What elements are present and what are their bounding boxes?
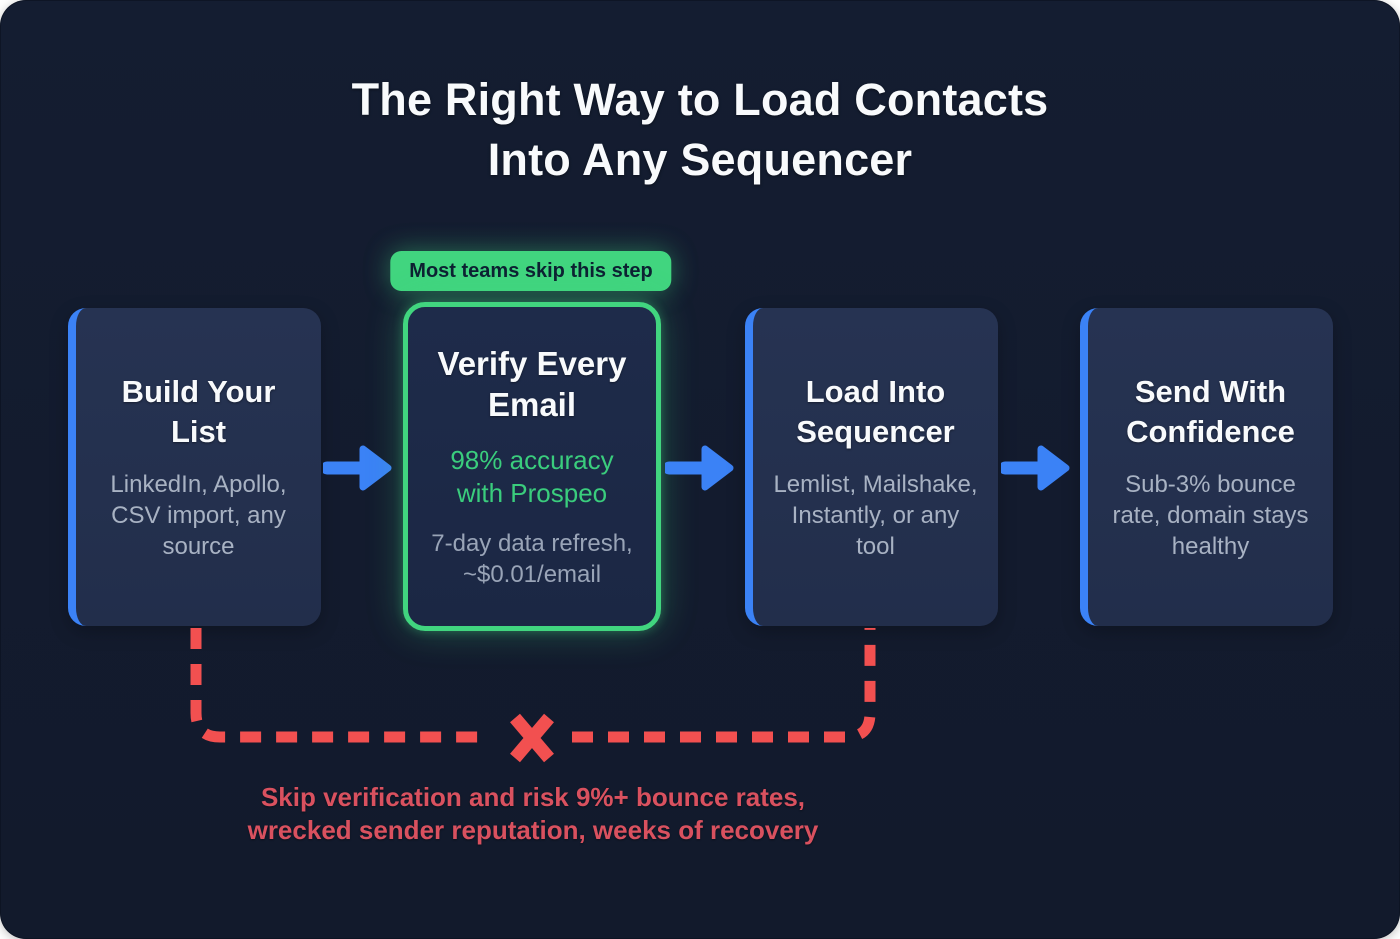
page-title-line2: Into Any Sequencer (487, 134, 913, 185)
warning-line2: wrecked sender reputation, weeks of reco… (247, 815, 819, 845)
page-title-line1: The Right Way to Load Contacts (351, 74, 1049, 125)
step-card-build-your-list: Build Your List LinkedIn, Apollo, CSV im… (68, 308, 321, 626)
step-description: 7-day data refresh, ~$0.01/email (431, 530, 633, 588)
step-title: Build Your List (121, 374, 276, 449)
arrow-right-icon (1001, 445, 1070, 491)
step-title: Send With Confidence (1126, 374, 1295, 449)
step-description: LinkedIn, Apollo, CSV import, any source (110, 471, 287, 560)
step-description: Sub-3% bounce rate, domain stays healthy (1112, 471, 1309, 560)
step-card-verify-every-email: Verify Every Email 98% accuracy with Pro… (403, 302, 661, 631)
arrow-right-icon (323, 445, 392, 491)
warning-line1: Skip verification and risk 9%+ bounce ra… (260, 782, 806, 812)
page-title: The Right Way to Load Contacts Into Any … (0, 70, 1400, 190)
skip-path-dashed-line (190, 628, 876, 743)
arrow-right-icon (665, 445, 734, 491)
step-card-send-with-confidence: Send With Confidence Sub-3% bounce rate,… (1080, 308, 1333, 626)
step-highlight-text: 98% accuracy with Prospeo (450, 445, 614, 508)
step-card-load-into-sequencer: Load Into Sequencer Lemlist, Mailshake, … (745, 308, 998, 626)
step-description: Lemlist, Mailshake, Instantly, or any to… (773, 471, 978, 560)
x-cross-icon (510, 713, 554, 763)
warning-text: Skip verification and risk 9%+ bounce ra… (133, 781, 933, 847)
skip-step-badge: Most teams skip this step (390, 251, 672, 291)
step-title: Load Into Sequencer (796, 374, 955, 449)
step-title: Verify Every Email (437, 345, 627, 423)
